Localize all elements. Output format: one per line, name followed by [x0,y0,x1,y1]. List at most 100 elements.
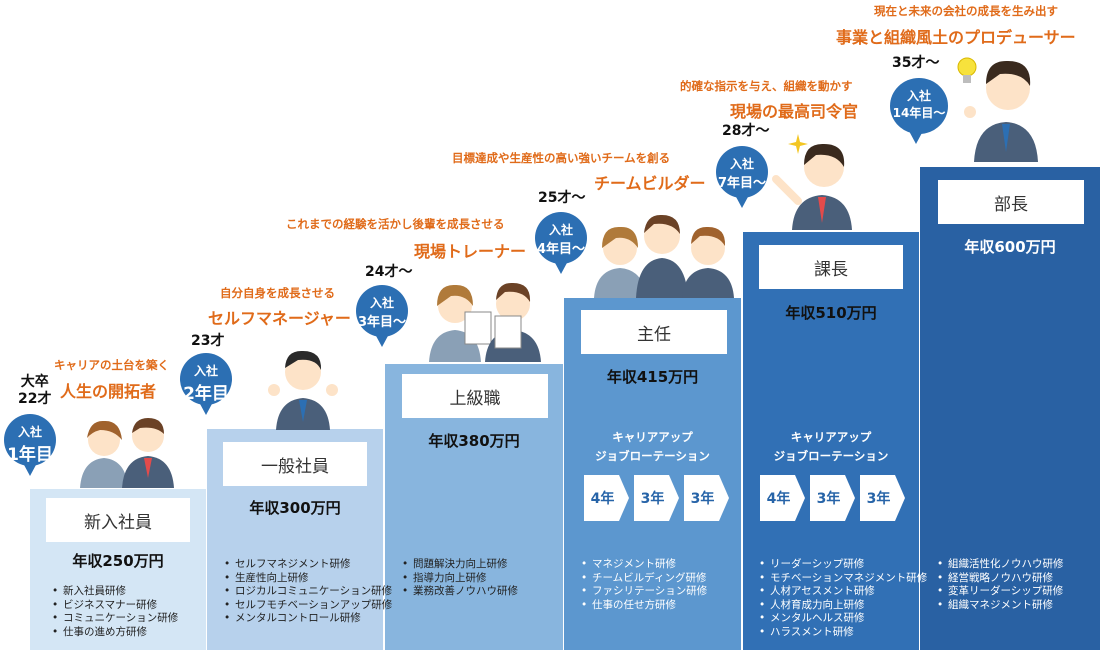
rotation-arrow: 3年 [634,475,679,521]
career-up-text: キャリアアップ [790,430,872,444]
role-tagline: キャリアの土台を築く [54,358,169,372]
step-title: 上級職 [402,374,548,418]
age-label: 35才～ [892,55,940,71]
rotation-arrow: 4年 [584,475,629,521]
role-name: 現場の最高司令官 [730,102,859,121]
role-tagline: これまでの経験を活かし後輩を成長させる [286,217,505,231]
training-list: 組織活性化ノウハウ研修 経営戦略ノウハウ研修 変革リーダーシップ研修 組織マネジ… [935,558,1064,612]
person-icon [429,282,541,362]
person-icon [80,418,174,488]
training-list: 問題解決力向上研修 指導力向上研修 業務改善ノウハウ研修 [400,558,518,599]
training-item: マネジメント研修 [579,558,707,572]
training-item: コミュニケーション研修 [50,612,178,626]
role-name: 現場トレーナー [414,242,527,261]
salary: 年収300万円 [249,499,341,517]
rotation-years: 3年 [866,491,891,507]
training-item: ロジカルコミュニケーション研修 [222,585,392,599]
rotation-years: 3年 [690,491,715,507]
bubble-join-text: 入社 [906,89,931,103]
lightbulb-icon [957,57,977,83]
step-title: 部長 [938,180,1084,224]
rotation-arrows: 4年 3年 3年 [584,475,729,521]
career-up-label: キャリアアップ ジョブローテーション [743,428,919,466]
training-item: 問題解決力向上研修 [400,558,518,572]
training-item: ファシリテーション研修 [579,585,707,599]
step-title: 課長 [759,245,903,289]
training-list: セルフマネジメント研修 生産性向上研修 ロジカルコミュニケーション研修 セルフモ… [222,558,392,626]
chevron-shape [634,475,679,521]
role-name: 事業と組織風土のプロデューサー [836,28,1076,47]
salary: 年収380万円 [428,432,520,450]
chevron-shape [810,475,855,521]
training-item: リーダーシップ研修 [757,558,927,572]
training-item: 組織マネジメント研修 [935,599,1064,613]
rotation-arrow: 3年 [810,475,855,521]
training-item: 仕事の進め方研修 [50,626,178,640]
rotation-arrows: 4年 3年 3年 [760,475,905,521]
training-item: 変革リーダーシップ研修 [935,585,1064,599]
tenure-bubble: 入社 3年目～ [356,285,408,347]
job-rotation-text: ジョブローテーション [595,449,710,463]
bubble-join-text: 入社 [548,223,573,237]
training-item: 人材育成力向上研修 [757,599,927,613]
rotation-arrow: 3年 [684,475,729,521]
role-tagline: 自分自身を成長させる [220,286,335,300]
training-item: ビジネスマナー研修 [50,599,178,613]
training-item: セルフモチベーションアップ研修 [222,599,392,613]
training-list: マネジメント研修 チームビルディング研修 ファシリテーション研修 仕事の任せ方研… [579,558,707,612]
person-icon [268,350,338,430]
tenure-bubble: 入社 4年目～ [535,212,587,274]
tenure-bubble: 入社 14年目～ [890,78,948,144]
document-icon [494,315,522,349]
bubble-join-text: 入社 [17,425,42,439]
training-list: リーダーシップ研修 モチベーションマネジメント研修 人材アセスメント研修 人材育… [757,558,927,639]
training-item: 組織活性化ノウハウ研修 [935,558,1064,572]
chevron-shape [684,475,729,521]
training-item: セルフマネジメント研修 [222,558,392,572]
training-item: 生産性向上研修 [222,572,392,586]
training-item: 新入社員研修 [50,585,178,599]
career-up-text: キャリアアップ [612,430,693,444]
training-item: 仕事の任せ方研修 [579,599,707,613]
bubble-year-text: 7年目～ [717,176,767,191]
bubble-join-text: 入社 [193,364,218,378]
age-value: 22才 [18,391,52,407]
role-tagline: 現在と未来の会社の成長を生み出す [874,4,1058,18]
person-icon [594,214,734,298]
career-up-label: キャリアアップ ジョブローテーション [564,428,741,466]
rotation-years: 4年 [766,491,791,507]
training-item: チームビルディング研修 [579,572,707,586]
document-icon [464,311,492,345]
training-item: モチベーションマネジメント研修 [757,572,927,586]
bubble-year-text: 4年目～ [536,242,586,257]
role-name: チームビルダー [594,174,706,193]
training-item: 業務改善ノウハウ研修 [400,585,518,599]
step-title: 新入社員 [46,498,190,542]
age-label: 28才～ [722,123,770,139]
chevron-shape [760,475,805,521]
job-rotation-text: ジョブローテーション [773,449,889,463]
chevron-shape [584,475,629,521]
training-item: 指導力向上研修 [400,572,518,586]
tenure-bubble: 入社 2年目 [180,353,232,415]
role-name: セルフマネージャー [208,309,351,328]
salary: 年収600万円 [964,238,1056,256]
tenure-bubble: 入社 7年目～ [716,146,768,208]
age-label: 24才～ [365,264,413,280]
salary: 年収250万円 [72,552,164,570]
training-item: 経営戦略ノウハウ研修 [935,572,1064,586]
sparkle-icon [788,134,808,154]
role-name: 人生の開拓者 [60,382,157,401]
bubble-join-text: 入社 [729,157,754,171]
bubble-year-text: 14年目～ [892,106,946,120]
person-icon [964,60,1038,162]
role-tagline: 目標達成や生産性の高い強いチームを創る [452,151,671,165]
bubble-year-text: 2年目 [183,384,229,404]
person-icon [80,420,128,488]
bubble-join-text: 入社 [369,296,394,310]
bubble-year-text: 1年目 [7,445,53,465]
education-label: 大卒 [20,374,49,390]
salary: 年収415万円 [606,368,699,386]
step-title: 主任 [581,310,727,354]
training-item: メンタルコントロール研修 [222,612,392,626]
